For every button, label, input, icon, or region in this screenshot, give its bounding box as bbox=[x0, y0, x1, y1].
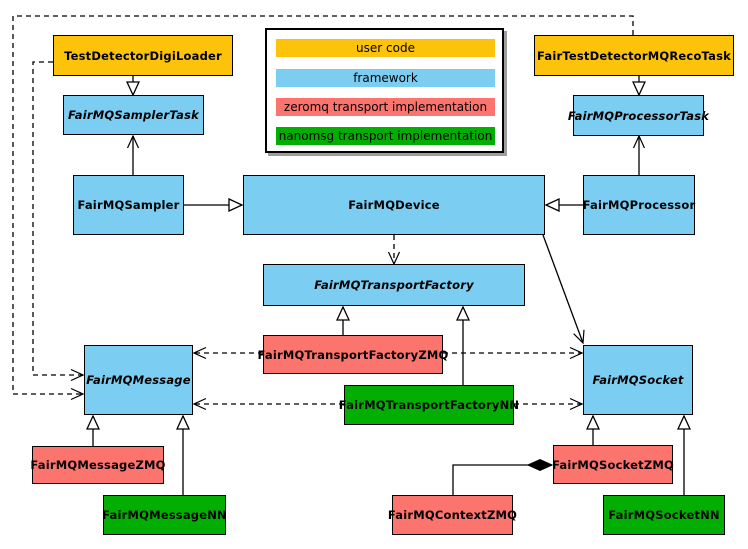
node-fairmq-socket-nn: FairMQSocketNN bbox=[603, 495, 725, 535]
edge-recotask-message bbox=[12, 15, 634, 394]
legend-item-nanomsg: nanomsg transport implementation bbox=[276, 127, 495, 145]
edge-digiloader-message bbox=[32, 61, 83, 375]
node-fairmq-processor-task: FairMQProcessorTask bbox=[568, 95, 709, 136]
node-fair-test-detector-mq-reco-task: FairTestDetectorMQRecoTask bbox=[534, 35, 734, 76]
node-fairmq-sampler: FairMQSampler bbox=[73, 175, 184, 235]
legend: user code framework zeromq transport imp… bbox=[265, 28, 504, 153]
legend-item-user-code: user code bbox=[276, 39, 495, 57]
node-fairmq-sampler-task: FairMQSamplerTask bbox=[63, 95, 204, 135]
node-fairmq-transport-factory-nn: FairMQTransportFactoryNN bbox=[339, 385, 519, 425]
node-fairmq-device: FairMQDevice bbox=[243, 175, 545, 235]
legend-item-framework: framework bbox=[276, 69, 495, 87]
node-fairmq-context-zmq: FairMQContextZMQ bbox=[388, 495, 517, 535]
node-fairmq-socket: FairMQSocket bbox=[583, 345, 693, 415]
node-fairmq-message-zmq: FairMQMessageZMQ bbox=[30, 446, 165, 484]
node-fairmq-transport-factory-zmq: FairMQTransportFactoryZMQ bbox=[258, 335, 448, 374]
node-fairmq-transport-factory: FairMQTransportFactory bbox=[263, 264, 525, 306]
edge-device-socket bbox=[542, 234, 583, 343]
node-test-detector-digi-loader: TestDetectorDigiLoader bbox=[53, 35, 233, 76]
edge-contextzmq-socketzmq bbox=[452, 465, 552, 495]
node-fairmq-processor: FairMQProcessor bbox=[583, 175, 695, 235]
node-fairmq-socket-zmq: FairMQSocketZMQ bbox=[552, 445, 674, 484]
node-fairmq-message: FairMQMessage bbox=[84, 345, 193, 415]
legend-item-zeromq: zeromq transport implementation bbox=[276, 98, 495, 116]
node-fairmq-message-nn: FairMQMessageNN bbox=[102, 495, 227, 535]
